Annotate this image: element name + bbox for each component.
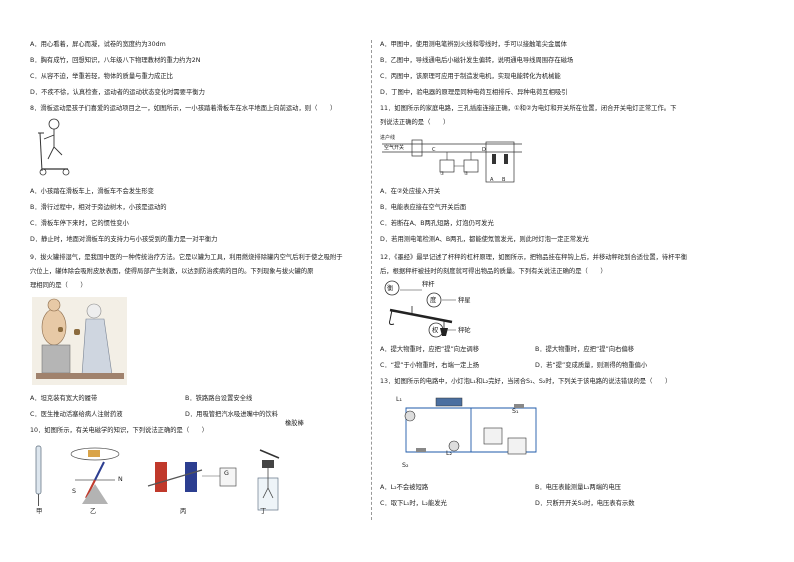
q8-option-b: B．滑行过程中，相对于旁边树木，小孩是运动的 [30, 204, 167, 211]
fig-label-bing: 丙 [180, 508, 187, 515]
q7-option-d: D．不疾不徐，认真检查，运动者的运动状态变化时需要平衡力 [30, 89, 205, 96]
steelyard-label-heng: 衡 [387, 285, 394, 292]
q12-stem-line-1: 12．《墨经》最早记述了杆秤的杠杆原理，如图所示，把物品挂在秤钩上后，并移动秤砣… [380, 254, 688, 261]
q9-stem-line-1: 9．拔火罐排湿气，是我国中医的一种传统治疗方法。它是以罐为工具，利用燃烧排除罐内… [30, 254, 343, 261]
circuit-label-a: A [490, 177, 494, 183]
q10-option-d: D．丁图中，验电器的原理是同种电荷互相排斥、异种电荷互相吸引 [380, 89, 568, 96]
cupping-therapy-figure [32, 297, 127, 385]
household-circuit-figure [382, 139, 522, 183]
circuit-label-s2: S₂ [402, 462, 409, 469]
q9-stem-line-2: 穴位上，罐体除会吸附皮肤表面，使得局部产生刺激，以达到防治疾病的目的。下列现象与… [30, 268, 314, 275]
fig-label-ding: 丁 [260, 508, 267, 515]
circuit-label-air-switch: 空气开关 [384, 145, 405, 151]
steelyard-label-beam: 秤杆 [422, 281, 435, 288]
q8-option-d: D．静止时，地面对滑板车的支持力与小孩受到的重力是一对平衡力 [30, 236, 218, 243]
q13-option-d: D．只断开开关S₁时，电压表有示数 [535, 500, 635, 507]
fig-label-jia: 甲 [36, 508, 43, 515]
q11-option-c: C．若断在A、B两孔短路，灯泡仍可发光 [380, 220, 494, 227]
steelyard-figure [384, 280, 456, 338]
q9-option-b: B．铁路路台设置安全线 [185, 395, 253, 402]
q11-option-a: A．在②处应接入开关 [380, 188, 441, 195]
q12-option-a: A．提大物重时，应把“提”向左调移 [380, 346, 479, 353]
q12-option-d: D．若“提”变成质量，则测得的物重偏小 [535, 362, 648, 369]
circuit-label-b: B [502, 177, 506, 183]
q11-option-b: B．电能表应接在空气开关后面 [380, 204, 467, 211]
q10-option-c: C．丙图中，该原理可应用于制造发电机，实现电能转化为机械能 [380, 73, 561, 80]
q11-stem-line-2: 列说法正确的是（ ） [380, 119, 450, 126]
circuit-label-c: C [432, 147, 436, 153]
q10-stem: 10．如图所示，有关电磁学的知识，下列说法正确的是（ ） [30, 427, 209, 434]
q13-option-a: A．L₂不会被短路 [380, 484, 429, 491]
electromagnetism-figures [35, 445, 280, 511]
q9-option-c: C．医生推动活塞给病人注射药液 [30, 411, 123, 418]
circuit-label-2: ② [464, 171, 469, 177]
series-parallel-circuit-figure [404, 397, 537, 455]
circuit-label-s1: S₁ [512, 408, 519, 415]
fig-label-s: S [72, 488, 76, 495]
q8-option-a: A．小孩踏在滑板车上，滑板车不会发生形变 [30, 188, 154, 195]
q13-option-b: B．电压表能测量L₁两端的电压 [535, 484, 621, 491]
fig-label-rubber-rod: 橡胶棒 [285, 420, 304, 427]
steelyard-label-marks: 秤星 [458, 297, 471, 304]
q13-option-c: C．取下L₁时，L₂能发光 [380, 500, 447, 507]
q12-option-c: C．“提”于小物重时，右端一定上扬 [380, 362, 480, 369]
circuit-label-d: D [482, 147, 486, 153]
circuit-label-1: ① [440, 171, 445, 177]
q7-option-c: C．从容不迫，举重若轻，物体的质量与重力成正比 [30, 73, 173, 80]
fig-label-n: N [118, 476, 123, 483]
fig-label-g: G [224, 470, 229, 477]
scooter-figure [38, 118, 70, 176]
circuit-label-service-line: 进户线 [380, 135, 396, 141]
q12-option-b: B．提大物重时，应把“提”向右偏移 [535, 346, 635, 353]
circuit-label-l1: L₁ [396, 396, 403, 403]
steelyard-label-quan: 权 [432, 327, 439, 334]
q9-option-a: A．坦克装有宽大的履带 [30, 395, 98, 402]
fig-label-yi: 乙 [90, 508, 97, 515]
q7-option-a: A．用心看着，屏心而凝，试卷的宽度约为30dm [30, 41, 166, 48]
steelyard-label-du: 度 [430, 297, 437, 304]
q10-option-a: A．甲图中，使用测电笔辨别火线和零线时，手可以接触笔尖金属体 [380, 41, 567, 48]
q8-stem: 8．滑板运动是孩子们喜爱的运动项目之一，如图所示，一小孩踏着滑板车在水平地面上向… [30, 105, 337, 112]
q9-stem-line-3: 理相同的是（ ） [30, 282, 87, 289]
q11-option-d: D．若用测电笔检测A、B两孔，都能使氖管发光，则此时灯泡一定正常发光 [380, 236, 589, 243]
q12-stem-line-2: 后，根据秤杆被挂时的刻度就可得出物品的质量。下列有关说法正确的是（ ） [380, 268, 607, 275]
q13-stem: 13．如图所示的电路中，小灯泡L₁和L₂完好，当闭合S₁、S₂时，下列关于该电路… [380, 378, 672, 385]
q11-stem-line-1: 11．如图所示的家庭电路，三孔插座连接正确，①和②为电灯和开关所在位置，闭合开关… [380, 105, 677, 112]
column-divider [371, 40, 372, 520]
steelyard-label-weight: 秤砣 [458, 327, 471, 334]
circuit-label-l2: L₂ [446, 450, 453, 457]
q10-option-b: B．乙图中，导线通电后小磁针发生偏转，说明通电导线周围存在磁场 [380, 57, 574, 64]
q9-option-d: D．用吸管把汽水吸进嘴中的饮料 [185, 411, 279, 418]
q8-option-c: C．滑板车停下来时，它的惯性变小 [30, 220, 129, 227]
q7-option-b: B．胸有成竹，回想知识，八年级八下物理教材的重力约为2N [30, 57, 201, 64]
